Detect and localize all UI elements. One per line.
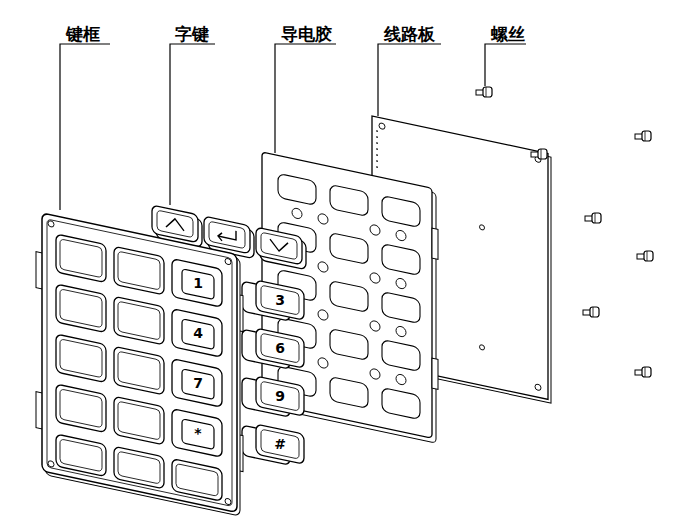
part-name: 字键 bbox=[175, 25, 209, 44]
key-frame bbox=[36, 212, 243, 517]
part-name: 线路板 bbox=[384, 25, 435, 44]
key-legend: # bbox=[274, 437, 286, 452]
key-legend: 3 bbox=[275, 293, 285, 308]
key-legend: * bbox=[194, 426, 201, 441]
part-name: 键框 bbox=[66, 25, 100, 44]
key-legend: 4 bbox=[193, 326, 203, 341]
key-legend: 6 bbox=[275, 341, 285, 356]
circuit-board bbox=[372, 116, 551, 403]
part-name: 导电胶 bbox=[281, 25, 332, 44]
part-name: 螺丝 bbox=[491, 25, 525, 44]
key-legend: 9 bbox=[275, 389, 285, 404]
key-caps bbox=[242, 277, 304, 468]
key-legend: 7 bbox=[193, 376, 203, 391]
screws bbox=[476, 87, 653, 377]
key-legend: 1 bbox=[193, 276, 203, 291]
